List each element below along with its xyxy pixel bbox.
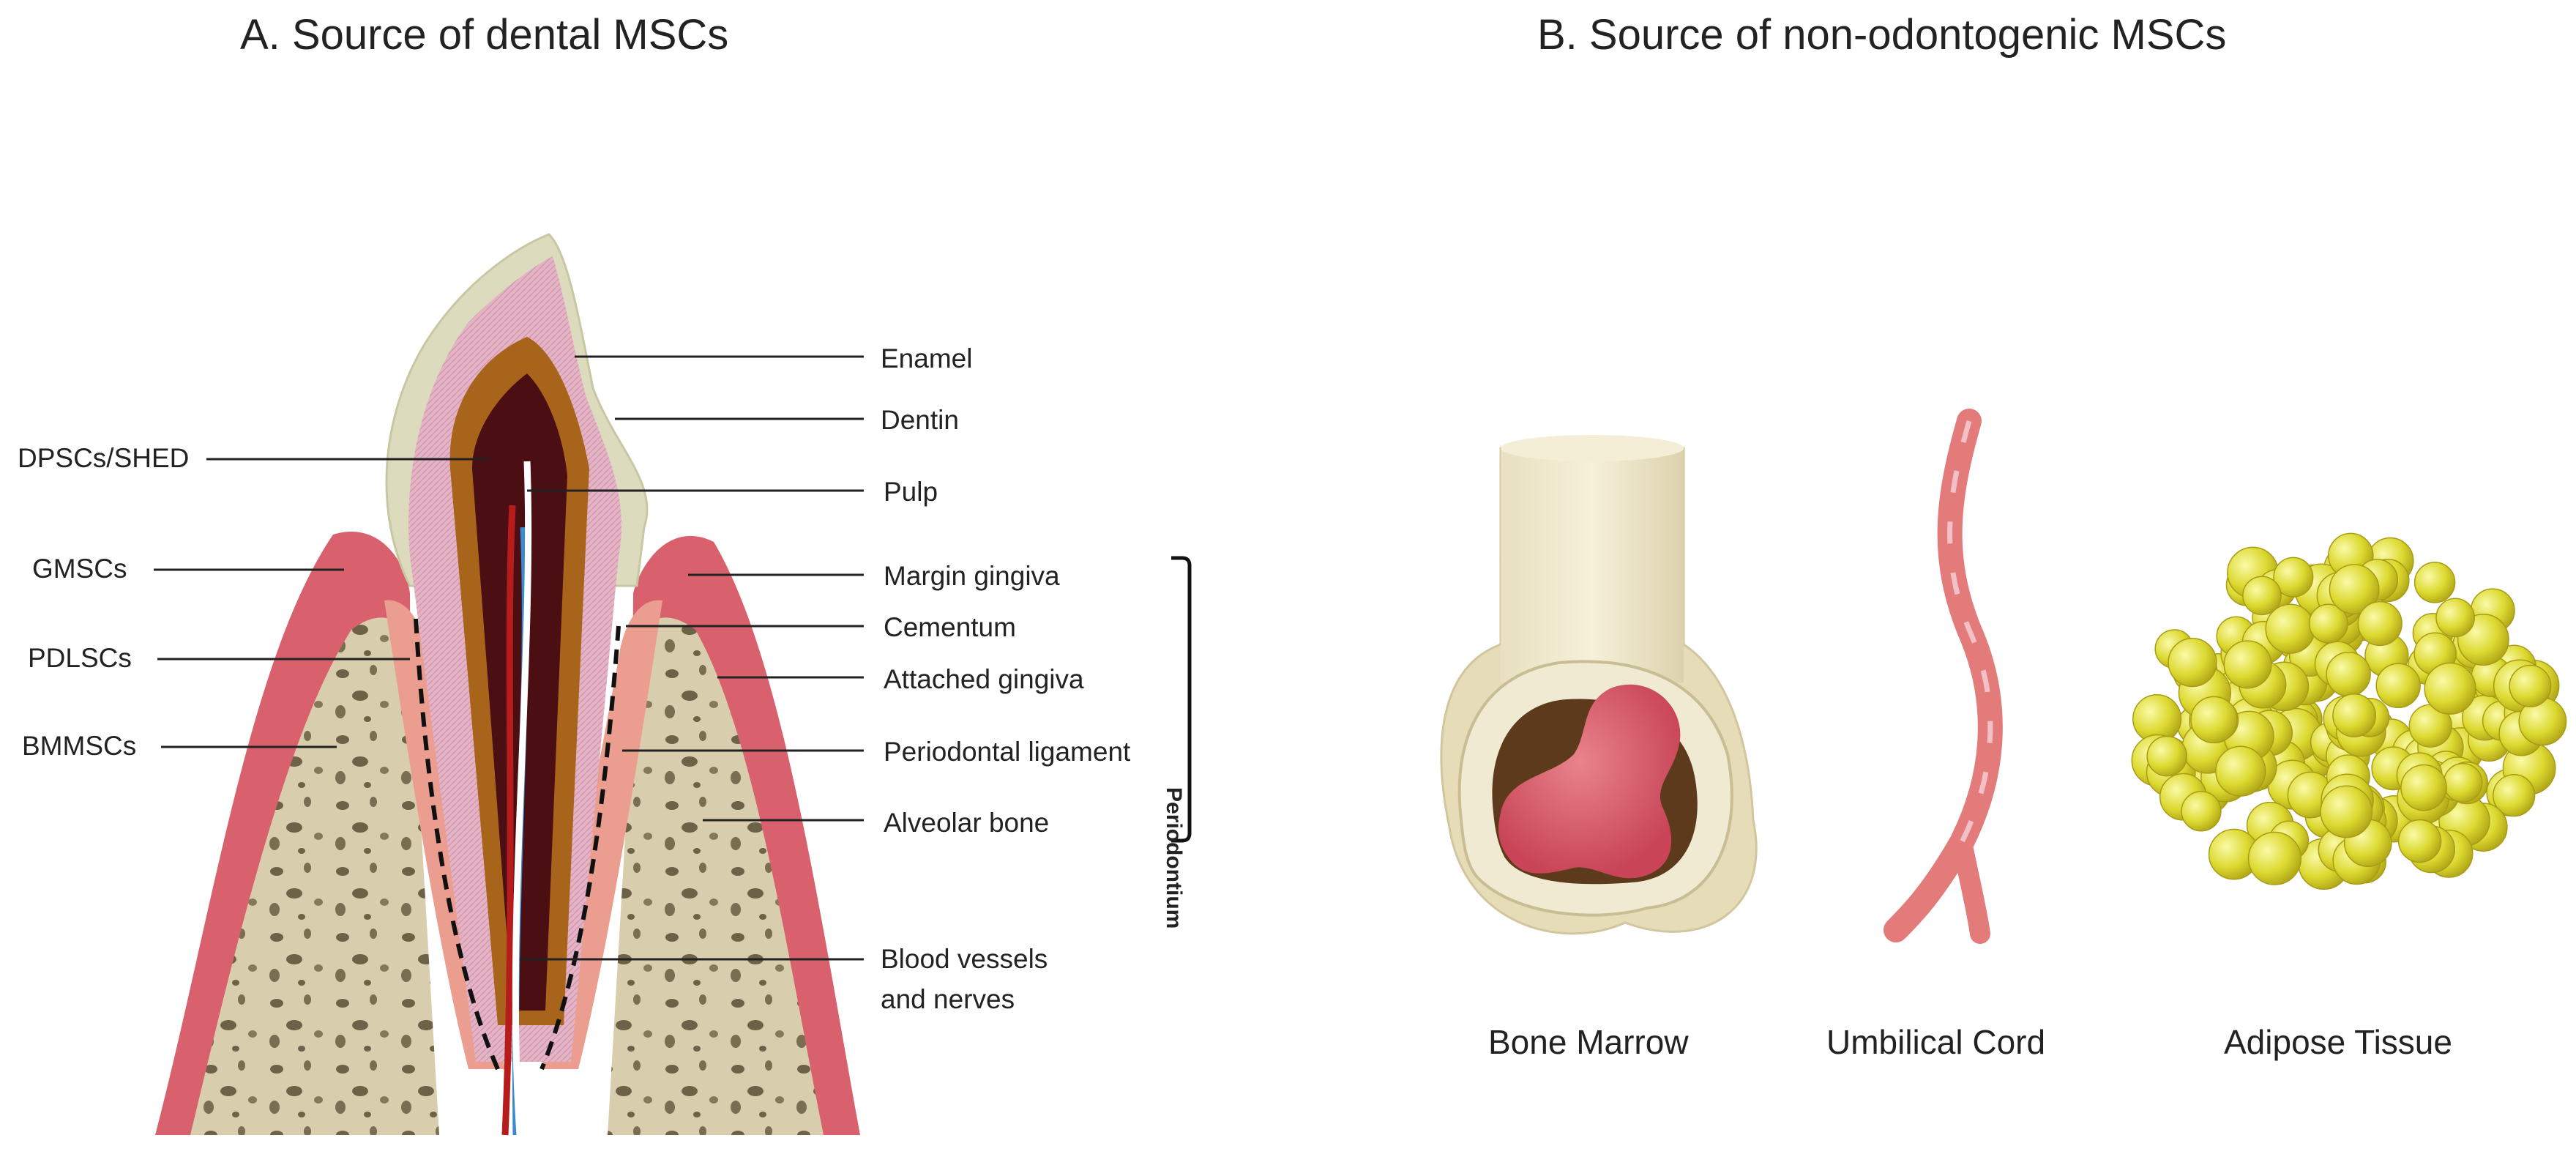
adipocyte: [2329, 564, 2380, 615]
adipocyte: [2332, 693, 2377, 737]
adipocyte: [2247, 831, 2301, 885]
label-bmmscs: BMMSCs: [22, 731, 137, 761]
adipocyte: [2146, 735, 2188, 777]
adipocyte: [2443, 762, 2483, 803]
label-pdlscs: PDLSCs: [28, 643, 132, 673]
marrow-core: [1498, 684, 1681, 879]
label-blood-vessels: Blood vessels: [881, 944, 1048, 974]
artery: [501, 505, 516, 1136]
label-periodontium: Periodontium: [1162, 787, 1186, 929]
adipocyte: [2375, 663, 2421, 709]
label-cementum: Cementum: [884, 612, 1016, 642]
right-alveolar-bone: [608, 617, 824, 1135]
adipose-tissue-illustration: [2131, 532, 2567, 890]
bone-marrow-illustration: [1440, 435, 1758, 935]
adipocyte: [2242, 576, 2282, 616]
adipocyte: [2320, 785, 2373, 838]
adipocyte: [2168, 637, 2217, 688]
label-gmscs: GMSCs: [32, 554, 127, 584]
left-alveolar-bone: [190, 617, 439, 1135]
adipocyte: [2215, 745, 2266, 797]
right-leader-lines: [520, 355, 864, 961]
label-attached-gingiva: Attached gingiva: [884, 664, 1084, 694]
label-umbilical-cord: Umbilical Cord: [1826, 1023, 2046, 1061]
label-dentin: Dentin: [881, 405, 959, 435]
nerve: [512, 461, 532, 1136]
adipocyte: [2397, 819, 2442, 863]
adipocyte: [2493, 774, 2536, 817]
root-outline-left: [414, 618, 500, 1071]
adipocyte: [2326, 651, 2371, 697]
label-adipose-tissue: Adipose Tissue: [2224, 1023, 2452, 1061]
left-leader-lines: [154, 458, 490, 748]
panel-a-title: A. Source of dental MSCs: [240, 11, 729, 59]
umbilical-cord-illustration: [1884, 409, 2003, 944]
label-pulp: Pulp: [884, 477, 938, 507]
adipocyte: [2413, 562, 2456, 603]
adipocyte: [2190, 696, 2238, 744]
label-and-nerves: and nerves: [881, 984, 1015, 1014]
adipocyte: [2357, 600, 2403, 647]
label-dpscs-shed: DPSCs/SHED: [18, 443, 190, 473]
label-periodontal-ligament: Periodontal ligament: [884, 737, 1131, 767]
adipocyte: [2181, 791, 2222, 832]
periodontium-bracket: [1171, 556, 1192, 843]
panel-b-title: B. Source of non-odontogenic MSCs: [1537, 11, 2227, 59]
label-margin-gingiva: Margin gingiva: [884, 561, 1060, 591]
adipocyte: [2400, 764, 2447, 811]
adipocyte: [2273, 557, 2314, 598]
adipocyte: [2509, 664, 2552, 707]
adipocyte: [2308, 603, 2348, 644]
adipocyte: [2435, 598, 2475, 638]
tooth-diagram: [155, 233, 860, 1136]
label-bone-marrow: Bone Marrow: [1488, 1023, 1689, 1061]
adipocyte: [2223, 640, 2272, 689]
label-enamel: Enamel: [881, 343, 973, 373]
pulp: [472, 373, 567, 1011]
adipocyte: [2424, 662, 2476, 715]
label-alveolar-bone: Alveolar bone: [884, 808, 1050, 838]
